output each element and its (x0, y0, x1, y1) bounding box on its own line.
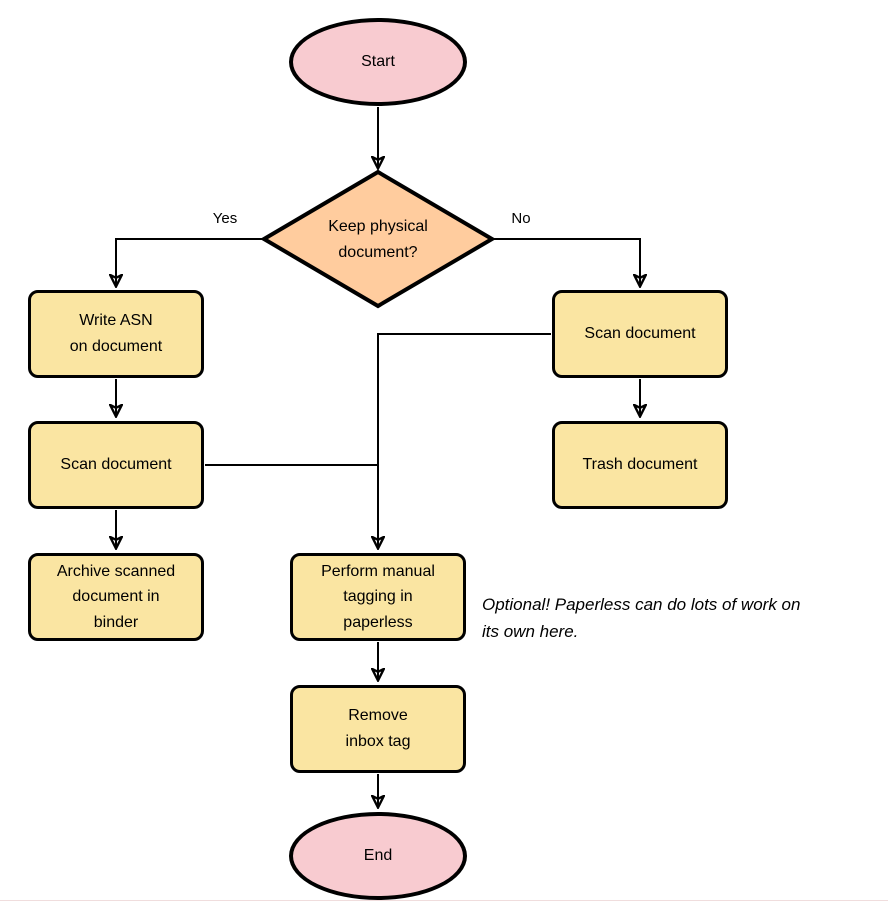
process-label: Perform manual tagging in paperless (321, 562, 435, 631)
note-optional-paperless: Optional! Paperless can do lots of work … (482, 595, 801, 642)
process-manual-tagging-in-paperless: Perform manual tagging in paperless (290, 553, 466, 641)
process-archive-scanned-document: Archive scanned document in binder (28, 553, 204, 641)
end-node: End (289, 812, 467, 900)
edge-decision-yes-to-write-asn (116, 238, 263, 286)
process-label: Scan document (584, 325, 696, 343)
edge-label-yes: Yes (212, 210, 238, 227)
edge-scan-right-to-tagging (378, 333, 551, 548)
process-scan-document-right: Scan document (552, 290, 728, 378)
process-label: Archive scanned document in binder (56, 562, 176, 631)
start-label: Start (361, 53, 395, 71)
process-label: Trash document (582, 456, 698, 474)
process-label: Write ASN on document (69, 312, 163, 355)
process-write-asn-on-document: Write ASN on document (28, 290, 204, 378)
process-scan-document-left: Scan document (28, 421, 204, 509)
end-label: End (363, 847, 393, 865)
page-bottom-divider (0, 900, 888, 901)
process-label: Remove inbox tag (345, 707, 411, 750)
process-remove-inbox-tag: Remove inbox tag (290, 685, 466, 773)
start-node: Start (289, 18, 467, 106)
decision-label: Keep physical document? (328, 218, 428, 261)
decision-keep-physical-document: Keep physical document? (278, 212, 478, 268)
edge-decision-no-to-scan-right (492, 238, 640, 286)
decision-diamond-shape (260, 169, 496, 309)
process-trash-document: Trash document (552, 421, 728, 509)
process-label: Scan document (60, 456, 172, 474)
edge-label-no: No (511, 210, 531, 227)
